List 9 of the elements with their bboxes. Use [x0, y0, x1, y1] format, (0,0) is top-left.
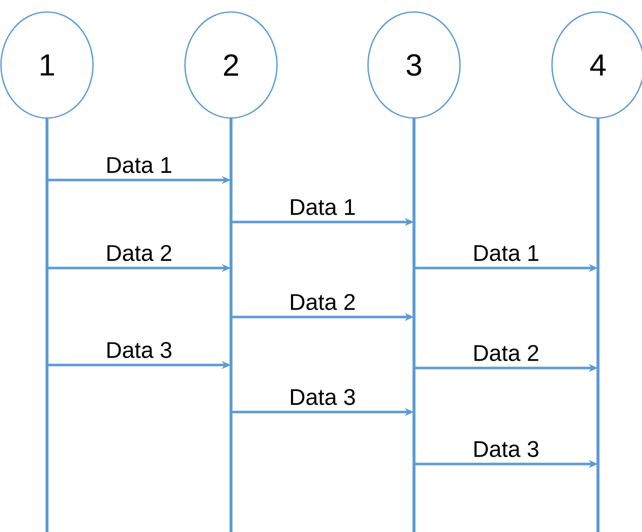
edge-label: Data 3 — [107, 342, 172, 358]
edge-label: Data 2 — [107, 245, 172, 262]
edge-label: Data 1 — [474, 245, 538, 262]
edge-label: Data 2 — [290, 294, 355, 310]
edge-label: Data 2 — [474, 345, 538, 362]
edge-label: Data 1 — [290, 199, 355, 216]
edge-label: Data 1 — [107, 157, 172, 174]
edge-label: Data 3 — [474, 441, 538, 458]
edge-label: Data 3 — [290, 389, 355, 406]
